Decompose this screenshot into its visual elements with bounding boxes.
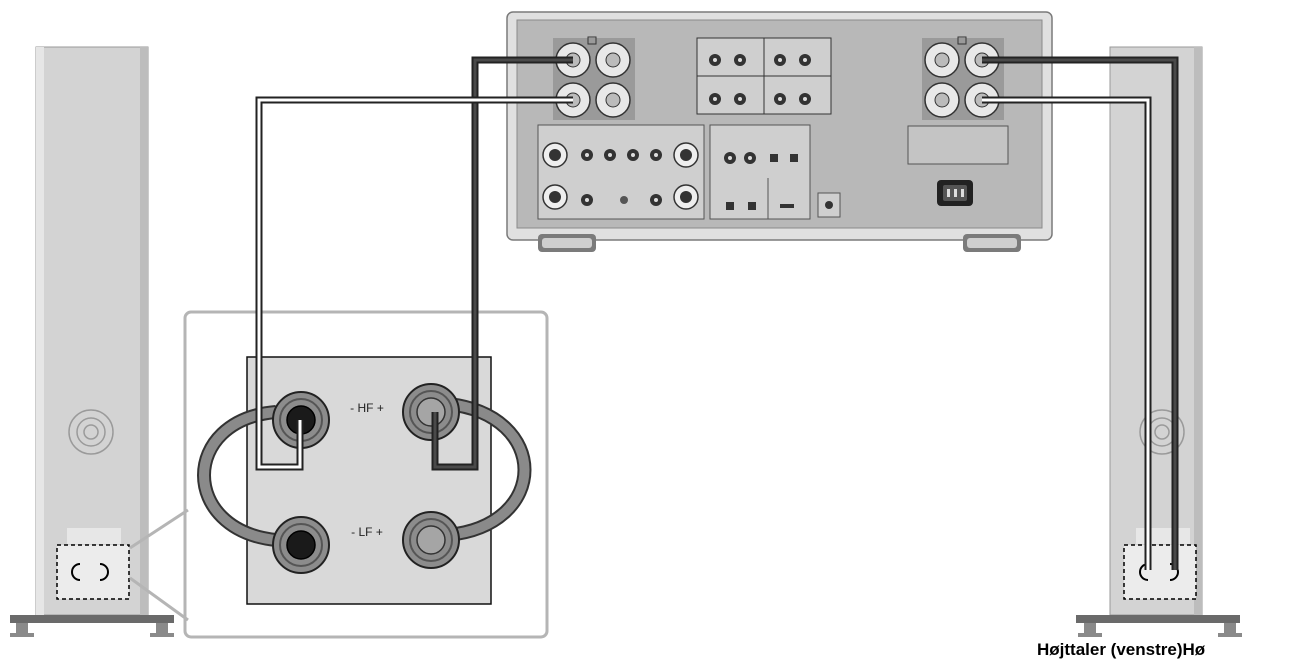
right-speaker — [1076, 46, 1242, 637]
cable-right-plus — [982, 56, 1179, 570]
label-lf: - LF + — [351, 525, 383, 539]
cable-left-hf-plus — [431, 56, 573, 471]
amp-rca-inputs — [696, 37, 832, 115]
amp-right-speaker-outputs — [922, 36, 1004, 120]
cable-left-hf-minus — [255, 96, 573, 471]
label-hf: - HF + — [350, 401, 384, 415]
zoom-callout — [129, 310, 549, 639]
terminal-lf-plus — [402, 511, 460, 569]
amp-blank-plate — [907, 125, 1009, 165]
right-speaker-terminal-box — [1123, 544, 1197, 600]
terminal-hf-plus — [402, 383, 460, 441]
terminal-panel-zoom: - HF + - LF + — [197, 356, 532, 605]
amp-digital-inputs — [709, 124, 811, 220]
terminal-lf-minus — [272, 516, 330, 574]
left-speaker-port-icon — [68, 409, 114, 455]
left-speaker-feet — [10, 615, 174, 637]
cable-right-minus — [982, 96, 1152, 570]
left-speaker-terminal-box — [56, 544, 130, 600]
amplifier-rear-panel — [506, 11, 1053, 252]
right-speaker-feet — [1076, 615, 1242, 637]
left-speaker — [10, 46, 174, 637]
amp-trigger-jack — [817, 192, 841, 218]
amp-xlr-inputs — [537, 124, 705, 220]
amplifier-feet — [538, 234, 1021, 252]
amp-left-speaker-outputs — [553, 36, 635, 120]
ac-inlet-icon — [937, 180, 973, 206]
right-speaker-caption: Højttaler (venstre)Hø — [1037, 640, 1206, 659]
